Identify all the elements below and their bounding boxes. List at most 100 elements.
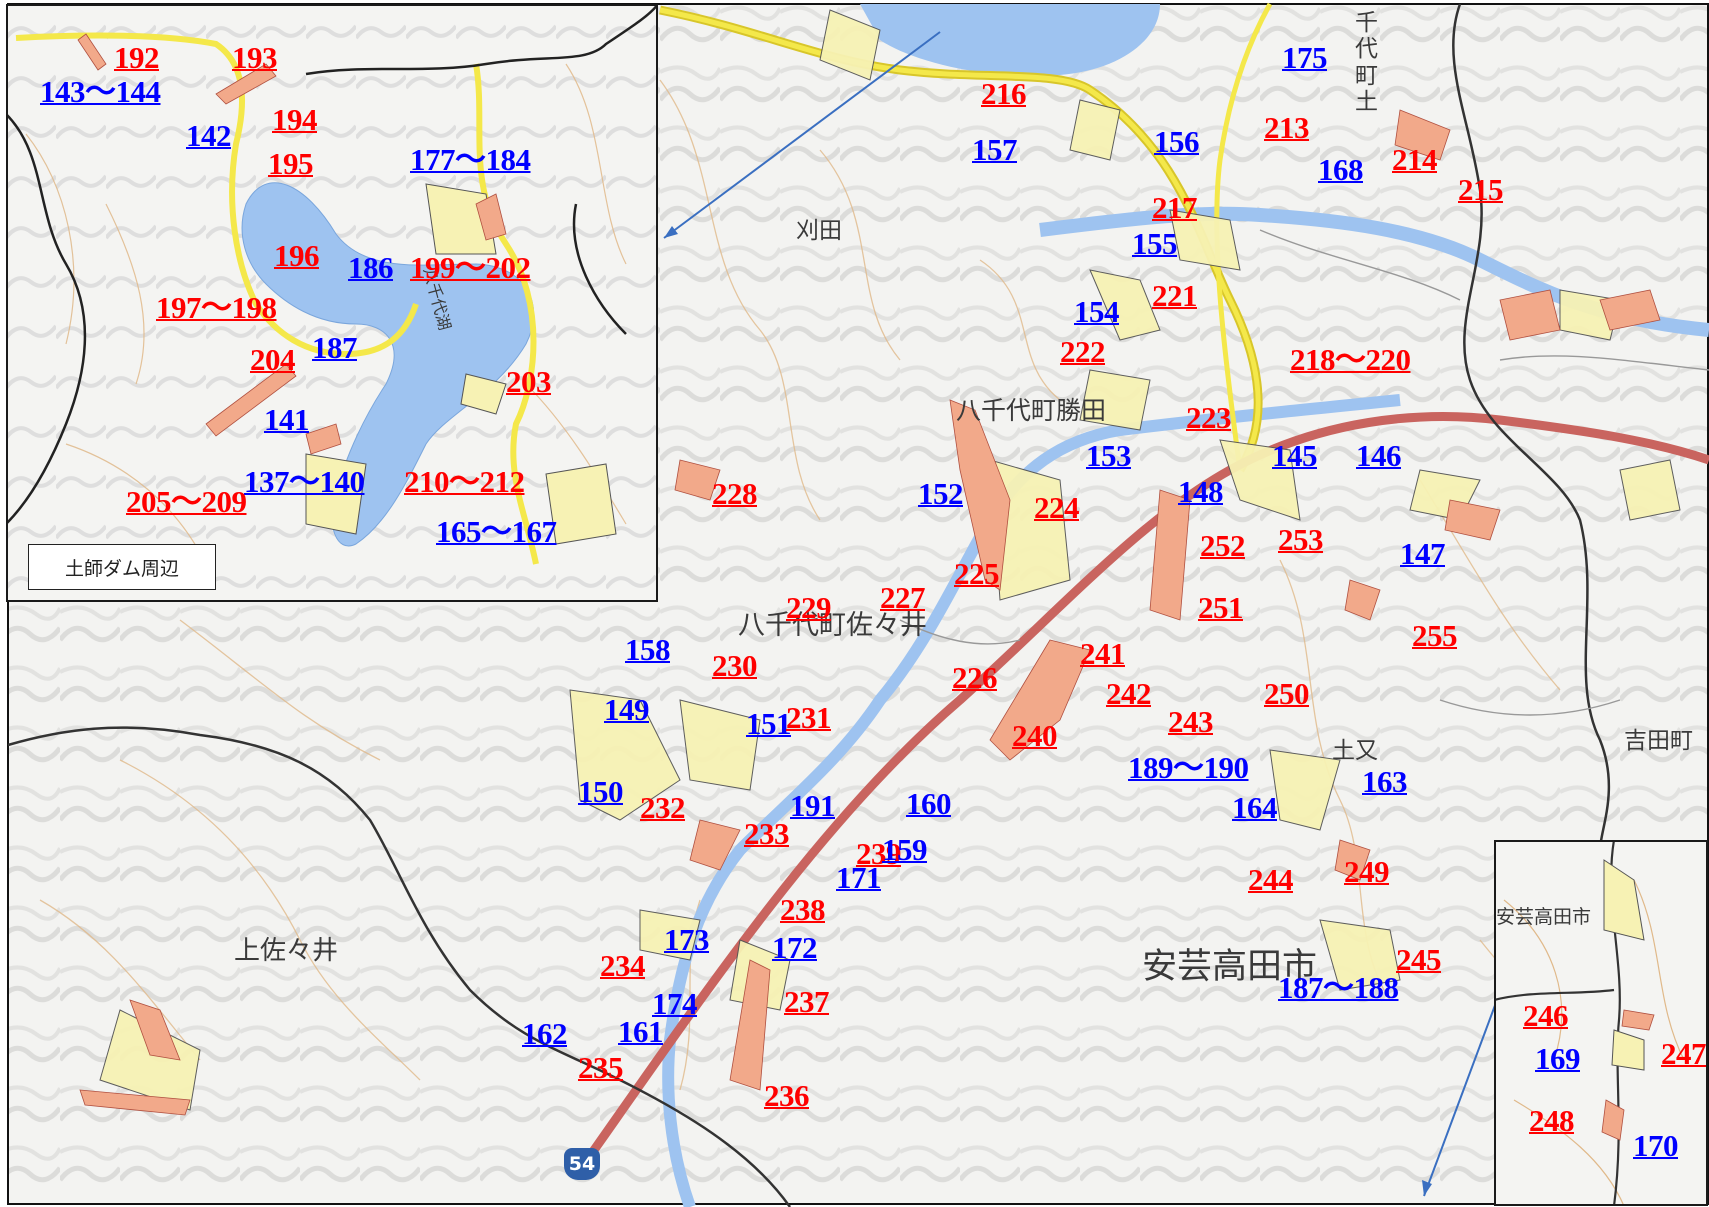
slope-label-159[interactable]: 159 xyxy=(882,832,928,867)
slope-label-227[interactable]: 227 xyxy=(880,580,926,615)
dam-slope-label-194[interactable]: 194 xyxy=(272,102,318,137)
slope-label-145[interactable]: 145 xyxy=(1272,438,1318,473)
slope-label-191[interactable]: 191 xyxy=(790,788,836,823)
dam-slope-label-199-202[interactable]: 199～202 xyxy=(410,250,531,285)
slope-label-231[interactable]: 231 xyxy=(786,700,832,735)
slope-label-224[interactable]: 224 xyxy=(1034,490,1080,525)
place-chiyocho: 千代町土 xyxy=(1355,10,1378,116)
slope-label-250[interactable]: 250 xyxy=(1264,676,1310,711)
slope-label-217[interactable]: 217 xyxy=(1152,190,1198,225)
slope-label-189-190[interactable]: 189～190 xyxy=(1128,750,1249,785)
slope-label-252[interactable]: 252 xyxy=(1200,528,1246,563)
slope-label-216[interactable]: 216 xyxy=(981,76,1027,111)
dam-slope-label-143-144[interactable]: 143～144 xyxy=(40,74,161,109)
slope-label-236[interactable]: 236 xyxy=(764,1078,810,1113)
dam-slope-label-196[interactable]: 196 xyxy=(274,238,320,273)
slope-label-245[interactable]: 245 xyxy=(1396,942,1442,977)
dam-slope-label-204[interactable]: 204 xyxy=(250,342,296,377)
slope-label-243[interactable]: 243 xyxy=(1168,704,1214,739)
slope-label-249[interactable]: 249 xyxy=(1344,854,1390,889)
slope-label-162[interactable]: 162 xyxy=(522,1016,568,1051)
slope-label-153[interactable]: 153 xyxy=(1086,438,1132,473)
dam-slope-label-193[interactable]: 193 xyxy=(232,40,278,75)
slope-label-234[interactable]: 234 xyxy=(600,948,646,983)
small-slope-label-246[interactable]: 246 xyxy=(1523,998,1569,1033)
slope-label-215[interactable]: 215 xyxy=(1458,172,1504,207)
dam-slope-label-205-209[interactable]: 205～209 xyxy=(126,484,247,519)
slope-label-221[interactable]: 221 xyxy=(1152,278,1198,313)
dam-slope-label-195[interactable]: 195 xyxy=(268,146,314,181)
dam-slope-label-186[interactable]: 186 xyxy=(348,250,394,285)
slope-label-148[interactable]: 148 xyxy=(1178,474,1224,509)
slope-label-255[interactable]: 255 xyxy=(1412,618,1458,653)
dam-slope-label-203[interactable]: 203 xyxy=(506,364,552,399)
slope-label-171[interactable]: 171 xyxy=(836,860,882,895)
place-karita: 刈田 xyxy=(796,218,842,244)
slope-label-228[interactable]: 228 xyxy=(712,476,758,511)
slope-label-158[interactable]: 158 xyxy=(625,632,671,667)
slope-label-187-188[interactable]: 187～188 xyxy=(1278,970,1399,1005)
slope-label-160[interactable]: 160 xyxy=(906,786,952,821)
slope-label-238[interactable]: 238 xyxy=(780,892,826,927)
place-akitakata: 安芸高田市 xyxy=(1142,947,1318,987)
slope-label-253[interactable]: 253 xyxy=(1278,522,1324,557)
slope-label-239[interactable]: 239 xyxy=(856,836,902,871)
slope-label-164[interactable]: 164 xyxy=(1232,790,1278,825)
slope-label-230[interactable]: 230 xyxy=(712,648,758,683)
slope-label-244[interactable]: 244 xyxy=(1248,862,1294,897)
small-slope-label-169[interactable]: 169 xyxy=(1535,1041,1581,1076)
inset-dam-caption: 土師ダム周辺 xyxy=(28,544,216,590)
slope-label-251[interactable]: 251 xyxy=(1198,590,1244,625)
slope-label-235[interactable]: 235 xyxy=(578,1050,624,1085)
dam-slope-label-187[interactable]: 187 xyxy=(312,330,358,365)
slope-label-229[interactable]: 229 xyxy=(786,590,832,625)
slope-label-174[interactable]: 174 xyxy=(652,986,698,1021)
small-slope-label-248[interactable]: 248 xyxy=(1529,1103,1575,1138)
slope-label-222[interactable]: 222 xyxy=(1060,334,1106,369)
slope-label-157[interactable]: 157 xyxy=(972,132,1018,167)
slope-label-146[interactable]: 146 xyxy=(1356,438,1402,473)
slope-label-232[interactable]: 232 xyxy=(640,790,686,825)
small-slope-label-170[interactable]: 170 xyxy=(1633,1128,1679,1163)
dam-slope-label-197-198[interactable]: 197～198 xyxy=(156,290,277,325)
slope-label-149[interactable]: 149 xyxy=(604,692,650,727)
dam-slope-label-192[interactable]: 192 xyxy=(114,40,160,75)
slope-label-242[interactable]: 242 xyxy=(1106,676,1152,711)
dam-slope-label-177-184[interactable]: 177～184 xyxy=(410,142,531,177)
dam-slope-label-165-167[interactable]: 165～167 xyxy=(436,514,557,549)
slope-label-163[interactable]: 163 xyxy=(1362,764,1408,799)
slope-label-161[interactable]: 161 xyxy=(618,1014,664,1049)
slope-label-226[interactable]: 226 xyxy=(952,660,998,695)
slope-label-213[interactable]: 213 xyxy=(1264,110,1310,145)
slope-label-240[interactable]: 240 xyxy=(1012,718,1058,753)
inset-dam-svg xyxy=(6,4,658,602)
slope-label-150[interactable]: 150 xyxy=(578,774,624,809)
slope-label-147[interactable]: 147 xyxy=(1400,536,1446,571)
slope-label-173[interactable]: 173 xyxy=(664,922,710,957)
dam-slope-label-210-212[interactable]: 210～212 xyxy=(404,464,525,499)
dam-slope-label-142[interactable]: 142 xyxy=(186,118,232,153)
slope-label-223[interactable]: 223 xyxy=(1186,400,1232,435)
slope-label-152[interactable]: 152 xyxy=(918,476,964,511)
slope-label-233[interactable]: 233 xyxy=(744,816,790,851)
route-54-shield: 54 xyxy=(564,1148,600,1180)
slope-label-151[interactable]: 151 xyxy=(746,706,792,741)
slope-label-168[interactable]: 168 xyxy=(1318,152,1364,187)
place-kamisasai: 上佐々井 xyxy=(234,936,339,966)
slope-label-154[interactable]: 154 xyxy=(1074,294,1120,329)
slope-label-214[interactable]: 214 xyxy=(1392,142,1438,177)
slope-label-156[interactable]: 156 xyxy=(1154,124,1200,159)
slope-label-175[interactable]: 175 xyxy=(1282,40,1328,75)
slope-label-241[interactable]: 241 xyxy=(1080,636,1126,671)
slope-label-172[interactable]: 172 xyxy=(772,930,818,965)
slope-label-155[interactable]: 155 xyxy=(1132,226,1178,261)
small-slope-label-247[interactable]: 247 xyxy=(1661,1036,1707,1071)
dam-slope-label-137-140[interactable]: 137～140 xyxy=(244,464,365,499)
slope-label-237[interactable]: 237 xyxy=(784,984,830,1019)
slope-label-218-220[interactable]: 218～220 xyxy=(1290,342,1411,377)
slope-label-225[interactable]: 225 xyxy=(954,556,1000,591)
dam-slope-label-141[interactable]: 141 xyxy=(264,402,310,437)
